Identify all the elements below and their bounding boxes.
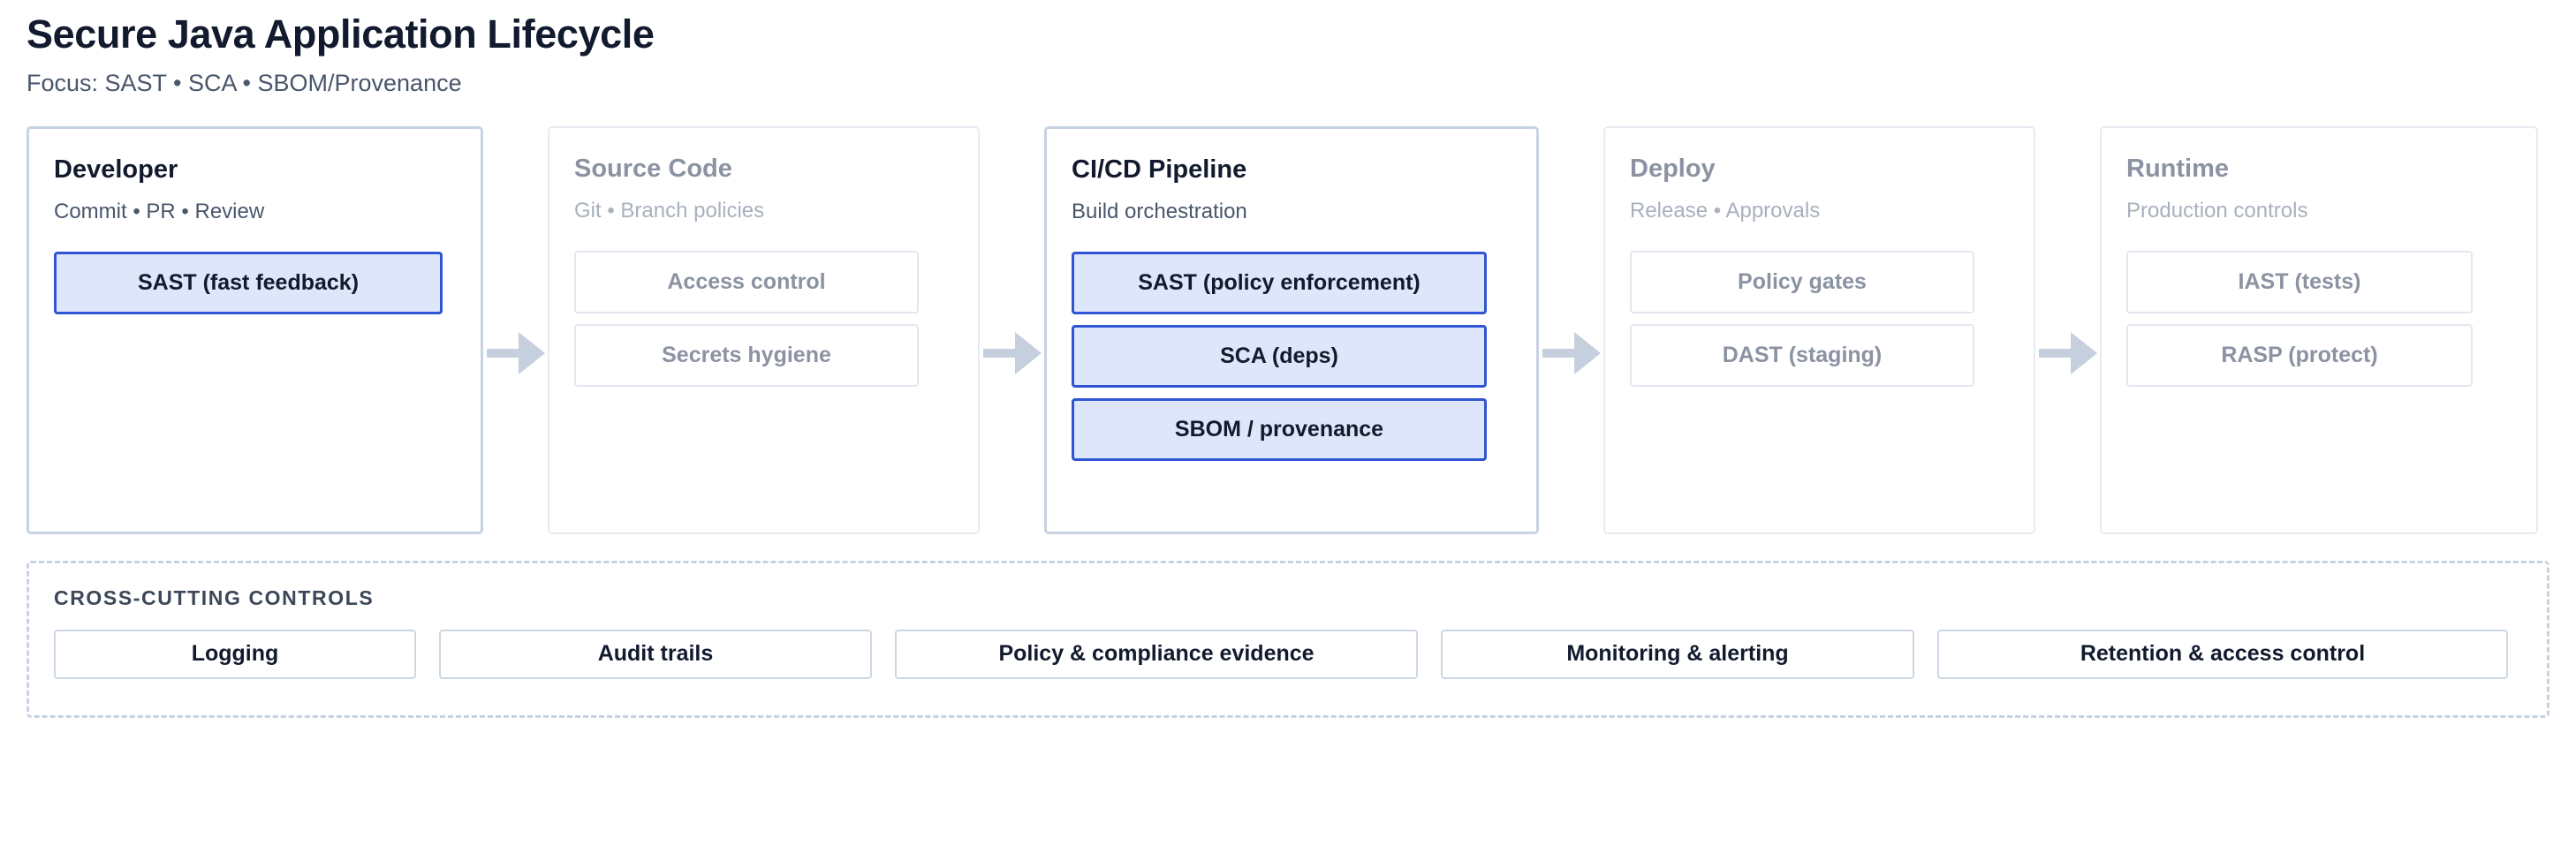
arrow-head <box>2071 331 2097 374</box>
stage-chip[interactable]: SBOM / provenance <box>1072 397 1487 461</box>
arrow-head <box>1574 331 1601 374</box>
stage-title: Source Code <box>574 154 732 183</box>
flow-arrow-icon <box>483 126 548 534</box>
stage-subtitle: Release • Approvals <box>1630 199 1821 223</box>
arrow-shaft <box>1542 348 1585 358</box>
cross-cutting-chip[interactable]: Retention & access control <box>1937 629 2508 679</box>
arrow-head <box>519 331 545 374</box>
page-subtitle: Focus: SAST • SCA • SBOM/Provenance <box>27 70 462 97</box>
cross-cutting-chip[interactable]: Policy & compliance evidence <box>895 629 1418 679</box>
flow-arrow-icon <box>2035 126 2100 534</box>
stage-chip[interactable]: SAST (fast feedback) <box>54 251 443 314</box>
stage-chip[interactable]: Policy gates <box>1630 250 1974 313</box>
stage-chip-list: SAST (policy enforcement) SCA (deps) SBOM … <box>1072 251 1512 461</box>
header: Secure Java Application Lifecycle Focus:… <box>27 0 2549 98</box>
stage-chip-list: IAST (tests) RASP (protect) <box>2126 250 2512 387</box>
cross-cutting-title: CROSS-CUTTING CONTROLS <box>54 585 375 609</box>
stage-chip[interactable]: Secrets hygiene <box>574 323 919 387</box>
page-title: Secure Java Application Lifecycle <box>27 11 655 57</box>
arrow-shaft <box>2039 348 2081 358</box>
stage-subtitle: Build orchestration <box>1072 200 1247 224</box>
flow-arrow-icon <box>1539 126 1603 534</box>
stage-chip[interactable]: RASP (protect) <box>2126 323 2473 387</box>
stage-chip[interactable]: SCA (deps) <box>1072 324 1487 388</box>
stage-chip[interactable]: Access control <box>574 250 919 313</box>
stage-title: Deploy <box>1630 154 1716 183</box>
arrow-shaft <box>487 348 529 358</box>
arrow-head <box>1015 331 1042 374</box>
stage-subtitle: Commit • PR • Review <box>54 200 265 224</box>
stage-subtitle: Git • Branch policies <box>574 199 765 223</box>
stage-subtitle: Production controls <box>2126 199 2308 223</box>
stage-title: CI/CD Pipeline <box>1072 155 1247 184</box>
cross-cutting-controls-panel: CROSS-CUTTING CONTROLS Logging Audit trai… <box>27 560 2549 718</box>
cross-cutting-chip[interactable]: Monitoring & alerting <box>1441 629 1914 679</box>
stage-chip[interactable]: SAST (policy enforcement) <box>1072 251 1487 314</box>
cross-cutting-chip[interactable]: Audit trails <box>439 629 872 679</box>
cross-cutting-chip-list: Logging Audit trails Policy & compliance e… <box>54 629 2522 679</box>
stage-title: Runtime <box>2126 154 2229 183</box>
stage-chip[interactable]: DAST (staging) <box>1630 323 1974 387</box>
arrow-shaft <box>983 348 1026 358</box>
cross-cutting-chip[interactable]: Logging <box>54 629 416 679</box>
stage-chip[interactable]: IAST (tests) <box>2126 250 2473 313</box>
stage-chip-list: SAST (fast feedback) <box>54 251 456 314</box>
stage-title: Developer <box>54 155 178 184</box>
flow-arrow-icon <box>980 126 1044 534</box>
